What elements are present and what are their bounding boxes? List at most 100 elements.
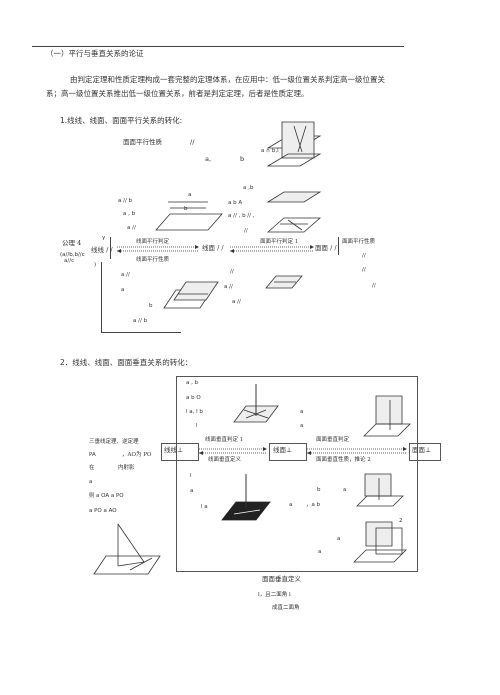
p2-plane-plane-perp-judge: 面面垂直判定 (316, 437, 350, 443)
label-plane-plane-property-right: 面面平行性质 (342, 239, 376, 245)
section-title: （一）平行与垂直关系的论证 (46, 49, 144, 58)
bracket-left-bottom (101, 262, 102, 332)
label-a-par-b-par: a // , b // , (228, 213, 255, 219)
figure-perp-planes-top (363, 395, 411, 437)
p2-a-7: a (343, 487, 347, 493)
label-a-par-c: a//c (64, 258, 75, 264)
label-plane-plane-judge: 面面平行判定 1 (260, 239, 299, 245)
p2-a-b-right: ，a b (306, 502, 321, 508)
label-a-par-2: a // (121, 272, 130, 278)
p2-a-9: a (318, 549, 322, 555)
figure-line-plane-small (265, 275, 303, 289)
label-gamma: γ (102, 235, 106, 241)
p2-right-dihedral: 成直二面角 (272, 605, 300, 611)
label-a-b-2: a , b (123, 211, 136, 217)
p2-a-4: a (300, 423, 304, 429)
figure-parallel-planes (266, 191, 322, 233)
label-b-small-2: b (149, 303, 153, 309)
p2-AO-PO: ，AO为 PO (122, 452, 152, 458)
label-a-par-b-2: a // b (133, 318, 148, 324)
label-par-5: // (230, 269, 234, 275)
label-a-par-4: a // (232, 299, 241, 305)
label-a-par: a // (127, 225, 136, 231)
label-par-1: // (244, 228, 248, 234)
p2-PA: PA (89, 452, 96, 458)
p2-plane-perp-def: 面面垂直定义 (262, 575, 301, 583)
label-axiom-4: 公理 4 (62, 239, 82, 247)
label-a-b-small: a ,b (243, 185, 254, 191)
part1-heading: 1.线线、线面、面面平行关系的转化: (60, 116, 183, 125)
p2-l-only: l (196, 423, 198, 429)
arrow-plane-to-plane (230, 245, 314, 253)
p2-line-plane-perp-def: 线面垂直定义 (208, 457, 242, 463)
node-plane-plane-perp (409, 443, 441, 461)
p2-l-mid: l (190, 473, 192, 479)
bracket-line-judge-left (110, 237, 111, 259)
figure-line-plane-intersect (163, 281, 219, 309)
figure-line-perp-plane-mid (221, 474, 271, 521)
p2-a-bottom: a (289, 502, 293, 508)
node-line-line-perp-label: 线线⊥ (164, 446, 184, 454)
figure-three-perpendiculars (93, 523, 161, 575)
intro-line-1: 由判定定理和性质定理构成一套完整的定理体系，在应用中：低一级位置关系判定高一级位… (70, 75, 385, 84)
label-line-plane-property: 线面平行性质 (136, 257, 170, 263)
label-a-small-1: a (188, 192, 192, 198)
label-par-4: // (372, 283, 376, 289)
label-parallel-mark: // (190, 138, 195, 146)
node-line-line-perp (161, 443, 199, 461)
arrow-perp-1 (199, 447, 267, 455)
p2-three-perp: 三垂线定理、逆定理 (89, 439, 139, 445)
bracket-left-bottom-h (101, 332, 181, 333)
arrow-perp-2 (307, 447, 407, 455)
p2-a-6: a (190, 488, 194, 494)
p2-a-8: a (337, 536, 341, 542)
p2-l-a: l a (201, 504, 208, 510)
label-a-par-3: a // (224, 284, 233, 290)
p2-a-PO: a PO a AO (89, 508, 117, 514)
label-a-2: a (121, 287, 125, 293)
p2-a-3: a (300, 409, 304, 415)
label-line-plane-judge: 线面平行判定 (136, 239, 170, 245)
bracket-right (338, 237, 339, 255)
p2-a-OA: a OA a PO (96, 493, 124, 499)
p2-two-sup: 2 (399, 518, 403, 524)
p2-a-b-O: a b O (186, 395, 201, 401)
label-a-b-A: a b A (228, 200, 243, 206)
p2-a-5: a (89, 479, 93, 485)
node-line-plane-perp (269, 443, 307, 461)
p2-b-bottom: b (317, 487, 321, 493)
p2-line-plane-perp-judge: 线面垂直判定 1 (205, 437, 244, 443)
label-b: b (240, 155, 245, 163)
intro-line-2: 系；高一级位置关系推出低一级位置关系，前者是判定定理，后者是性质定理。 (46, 89, 309, 98)
arrow-line-to-plane (117, 245, 199, 253)
label-a-cap-b: a ∩ b,l (261, 148, 279, 154)
part2-outer-box (176, 376, 418, 572)
node-line-plane-parallel: 线面 / / (202, 244, 224, 252)
node-line-plane-perp-label: 线面⊥ (273, 446, 293, 454)
p2-in: 在 (89, 465, 95, 471)
p2-then: 则 (89, 493, 95, 499)
node-line-line-parallel: 线线 / / (91, 246, 113, 254)
figure-planes-intersect (266, 121, 322, 167)
label-par-3: // (362, 267, 366, 273)
p2-l-a-l-b: l a, l b (186, 409, 203, 415)
p2-l-angle: l，且二面角 l (258, 592, 291, 598)
p2-plane-plane-perp-prop: 面面垂直性质，推论 2 (316, 457, 371, 463)
label-brace: ) (94, 262, 97, 268)
node-plane-plane-parallel: 面面 / / (315, 244, 337, 252)
figure-perp-planes-mid (356, 473, 404, 507)
p2-a-b: a , b (186, 380, 199, 386)
node-plane-plane-perp-label: 面面⊥ (412, 446, 432, 454)
figure-line-perp-plane-top (233, 384, 279, 423)
label-par-2: // (362, 253, 366, 259)
label-a-par-b-c: (a//b,b//c (60, 252, 85, 258)
label-a-comma: a, (205, 155, 212, 163)
figure-plane-two-lines (155, 201, 223, 231)
p2-projection: 内射影 (118, 465, 135, 471)
part2-heading: 2．线线、线面、面面垂直关系的转化： (60, 358, 193, 367)
label-b-small-1: b (184, 206, 188, 212)
label-a-par-b: a // b (118, 198, 133, 204)
figure-three-planes (353, 521, 407, 563)
label-plane-parallel-property-top: 面面平行性质 (123, 138, 162, 146)
